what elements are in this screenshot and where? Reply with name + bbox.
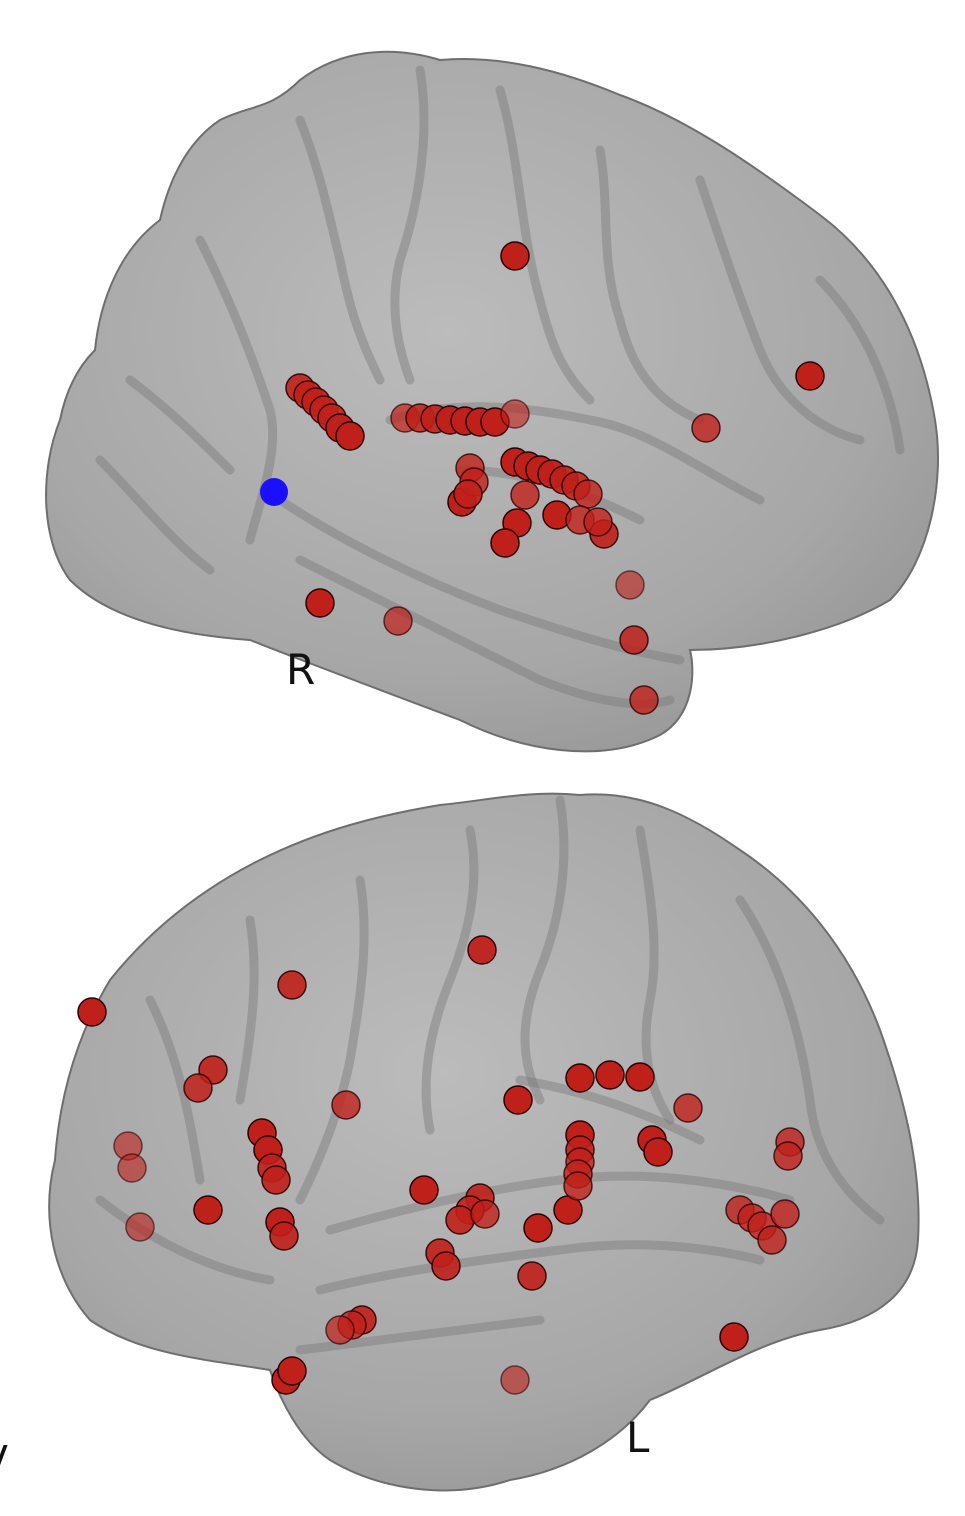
electrode-marker — [615, 570, 645, 600]
electrode-marker — [719, 1322, 749, 1352]
cropped-edge-text: v — [0, 1429, 9, 1478]
electrode-marker — [500, 399, 530, 429]
electrode-marker — [691, 413, 721, 443]
left-sulci — [95, 795, 885, 1355]
electrode-markers — [77, 241, 825, 1395]
electrode-marker — [629, 685, 659, 715]
electrode-marker — [673, 1093, 703, 1123]
electrode-marker — [269, 1221, 299, 1251]
electrode-marker — [565, 1063, 595, 1093]
electrode-marker — [583, 507, 613, 537]
electrode-marker — [125, 1212, 155, 1242]
electrode-marker — [757, 1225, 787, 1255]
left-hemisphere: L — [48, 792, 920, 1492]
electrode-marker — [795, 361, 825, 391]
electrode-marker — [117, 1153, 147, 1183]
electrode-marker — [510, 480, 540, 510]
electrode-marker — [517, 1261, 547, 1291]
electrode-marker — [335, 421, 365, 451]
electrode-marker — [331, 1090, 361, 1120]
right-hemisphere-outline — [45, 50, 939, 753]
electrode-marker — [431, 1251, 461, 1281]
left-hemisphere-label: L — [626, 1413, 650, 1462]
electrode-marker — [445, 1205, 475, 1235]
electrode-marker — [619, 625, 649, 655]
electrode-marker — [470, 1199, 500, 1229]
electrode-marker — [277, 970, 307, 1000]
electrode-marker — [193, 1195, 223, 1225]
electrode-marker — [277, 1356, 307, 1386]
electrode-marker — [643, 1137, 673, 1167]
electrode-marker — [453, 479, 483, 509]
electrode-marker — [573, 479, 603, 509]
electrode-marker — [625, 1062, 655, 1092]
electrode-marker — [409, 1175, 439, 1205]
electrode-marker — [500, 241, 530, 271]
left-hemisphere-outline — [48, 792, 920, 1492]
electrode-marker — [325, 1315, 355, 1345]
electrode-marker — [563, 1171, 593, 1201]
reference-electrode-marker — [260, 478, 288, 506]
electrode-marker — [500, 1365, 530, 1395]
electrode-marker — [595, 1060, 625, 1090]
electrode-marker — [383, 606, 413, 636]
right-hemisphere: R — [45, 50, 939, 753]
electrode-marker — [305, 588, 335, 618]
electrode-marker — [503, 1085, 533, 1115]
electrode-marker — [523, 1213, 553, 1243]
electrode-marker — [490, 528, 520, 558]
right-hemisphere-label: R — [286, 645, 315, 694]
electrode-marker — [773, 1141, 803, 1171]
electrode-marker — [77, 997, 107, 1027]
electrode-marker — [770, 1199, 800, 1229]
electrode-marker — [183, 1073, 213, 1103]
electrode-marker — [467, 935, 497, 965]
electrode-marker — [261, 1165, 291, 1195]
